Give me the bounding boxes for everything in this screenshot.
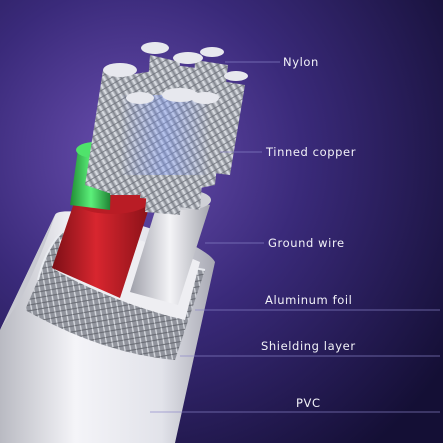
- label-ground-wire: Ground wire: [268, 236, 345, 250]
- tinned-copper-strands: [85, 55, 245, 215]
- label-aluminum-foil: Aluminum foil: [265, 293, 353, 307]
- label-shielding-layer: Shielding layer: [261, 339, 356, 353]
- label-tinned-copper: Tinned copper: [266, 145, 357, 159]
- label-nylon: Nylon: [283, 55, 319, 69]
- nylon-fiber-tips: [103, 42, 248, 104]
- leader-lines: [150, 61, 440, 413]
- label-pvc: PVC: [296, 396, 321, 410]
